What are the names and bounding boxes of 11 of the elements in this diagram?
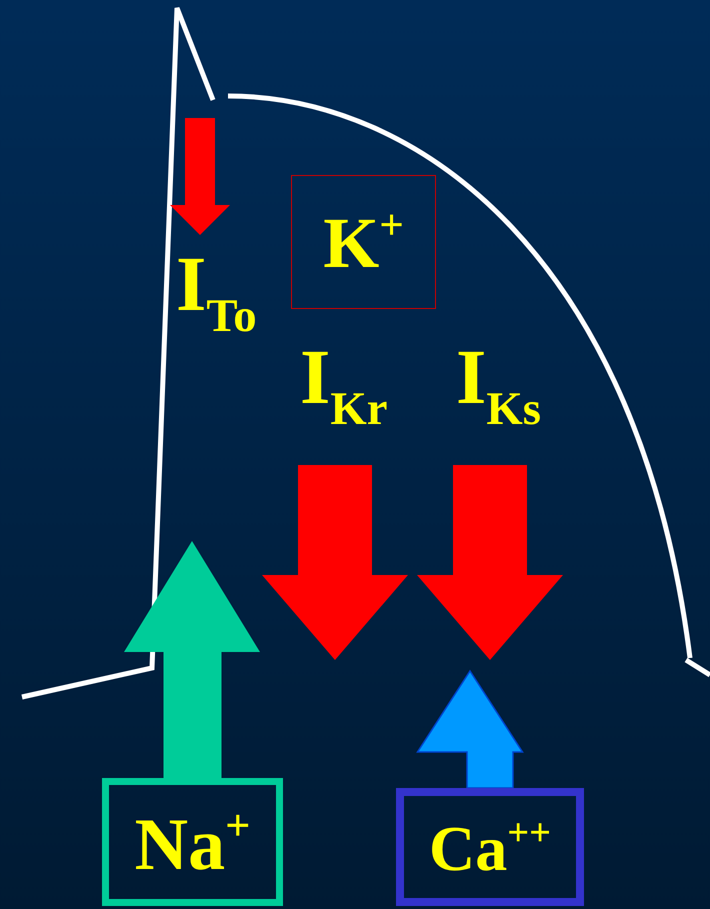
current-label: I$_{To}$ <box>176 245 257 340</box>
ion-symbol: Na$^{+}$ <box>134 802 250 882</box>
ion-label-box <box>102 778 283 906</box>
current-label: I$_{Ks}$ <box>456 338 541 433</box>
current-label: I$_{Kr}$ <box>300 338 388 433</box>
arrow <box>416 670 524 789</box>
ion-label-box <box>396 788 584 906</box>
ion-symbol: Ca$^{++}$ <box>429 814 551 880</box>
ion-symbol: K$^{+}$ <box>323 204 404 280</box>
ion-label-box <box>291 175 436 309</box>
arrow <box>124 541 260 778</box>
